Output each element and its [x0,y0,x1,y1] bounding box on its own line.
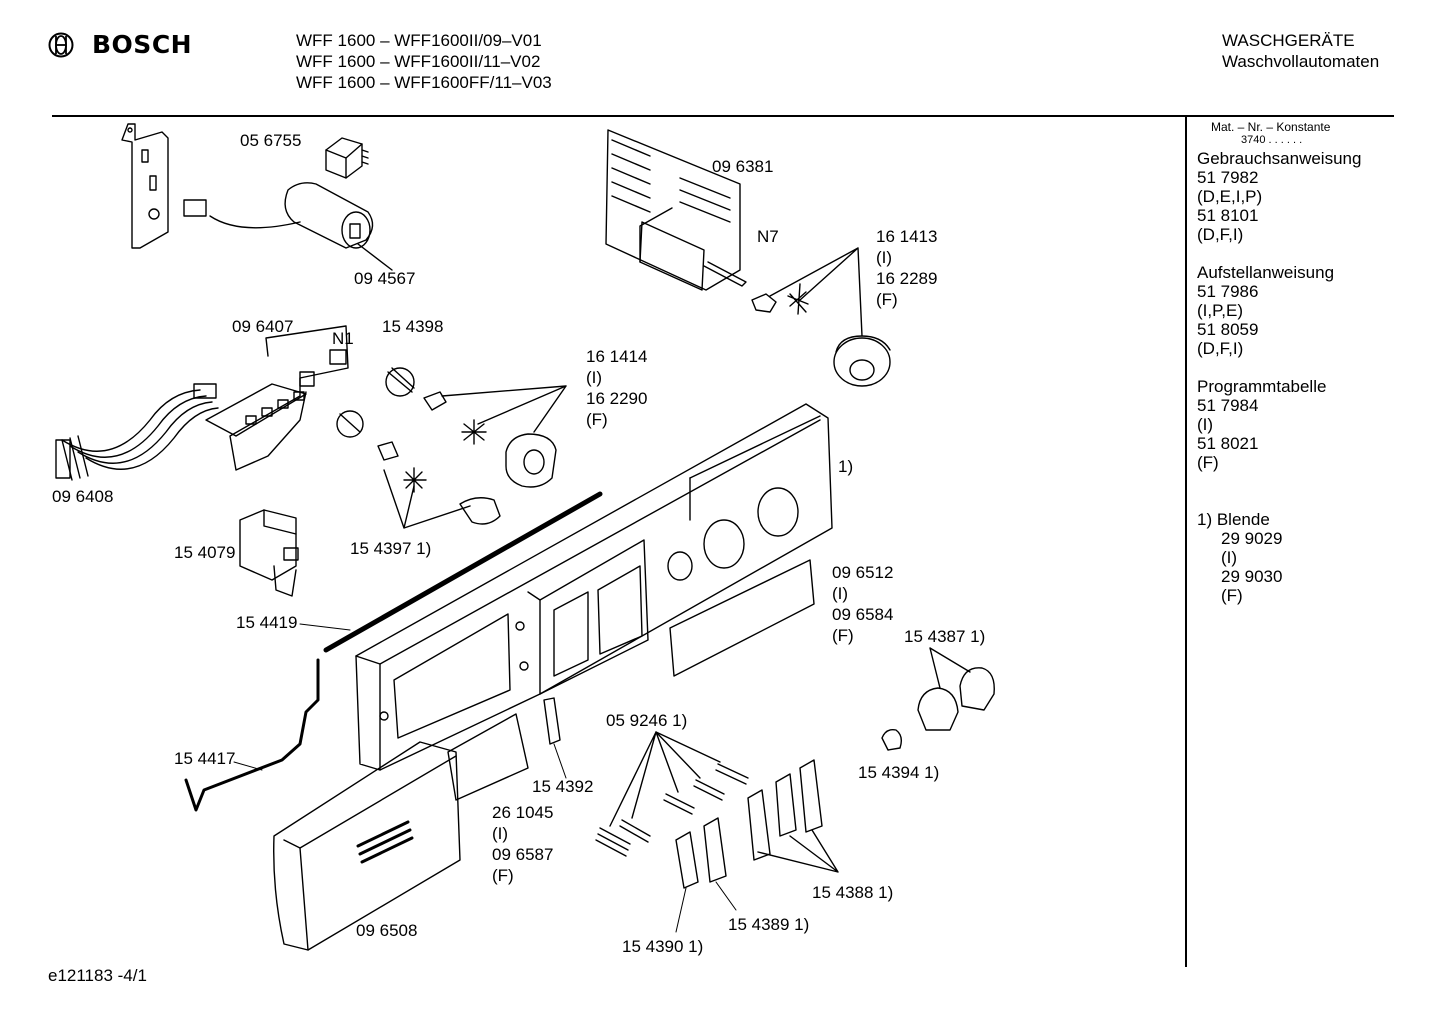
part-label: 09 6381 [712,157,774,176]
model-line: WFF 1600 – WFF1600II/11–V02 [296,52,541,71]
category-subtitle: Waschvollautomaten [1222,52,1380,71]
doc-section-title: Gebrauchsanweisung [1197,149,1362,168]
model-line: WFF 1600 – WFF1600FF/11–V03 [296,73,552,92]
part-label: 09 6508 [356,921,418,940]
part-label: (F) [492,866,514,885]
doc-line: (D,F,I) [1197,225,1244,244]
doc-line: 51 7982 [1197,168,1259,187]
selector-knob-left [336,367,567,529]
note-line: 29 9030 [1221,567,1283,586]
doc-line: 51 7984 [1197,396,1259,415]
circuit-board [55,325,349,481]
mounting-bracket [121,123,169,249]
part-label: 15 4398 [382,317,444,336]
part-label: 15 4387 1) [904,627,986,646]
category-block: WASCHGERÄTE Waschvollautomaten [1222,30,1379,72]
doc-section-installation: Aufstellanweisung 51 7986 (I,P,E) 51 805… [1197,263,1361,358]
drawer-front [273,713,529,951]
doc-line: 51 7986 [1197,282,1259,301]
selector-knob-right [751,247,891,387]
part-label: 09 6407 [232,317,294,336]
blende-note: 1) Blende 29 9029 (I) 29 9030 (F) [1197,510,1361,605]
exploded-view-drawing [55,123,995,951]
part-label: 1) [838,457,854,476]
part-label: 16 1414 [586,347,648,366]
part-label: (I) [832,584,849,603]
wire-part [184,658,320,812]
documentation-panel: Mat. – Nr. – Konstante 3740 . . . . . . … [1197,120,1361,605]
note-line: (F) [1221,586,1243,605]
part-label: (F) [876,290,898,309]
category-title: WASCHGERÄTE [1222,31,1355,50]
part-label: 09 6512 [832,563,894,582]
doc-line: 51 8059 [1197,320,1259,339]
inlay-label [669,559,815,677]
model-list: WFF 1600 – WFF1600II/09–V01 WFF 1600 – W… [296,30,552,93]
suppressor-part [325,137,369,179]
part-label: 16 2289 [876,269,938,288]
part-label: 09 6587 [492,845,554,864]
part-label: 15 4388 1) [812,883,894,902]
part-label: 09 6584 [832,605,894,624]
mat-nr-value: 3740 . . . . . . [1241,134,1303,146]
brand-block: BOSCH [48,30,192,59]
doc-section-title: Programmtabelle [1197,377,1327,396]
part-label: (F) [832,626,854,645]
bosch-logo-icon [48,32,74,57]
note-line: 29 9029 [1221,529,1283,548]
capacitor-part [183,182,393,271]
mat-nr-header: Mat. – Nr. – Konstante [1211,120,1331,134]
part-label: N7 [757,227,779,246]
part-label-group: 16 1413 (I) 16 2289 (F) [876,226,937,310]
doc-line: (I,P,E) [1197,301,1243,320]
part-label: 16 1413 [876,227,938,246]
part-label: 09 6408 [52,487,114,506]
part-label-group: 16 1414 (I) 16 2290 (F) [586,346,647,430]
doc-line: 51 8021 [1197,434,1259,453]
part-label: 15 4392 [532,777,594,796]
part-label-group: 09 6512 (I) 09 6584 (F) [832,562,893,646]
part-label: (F) [586,410,608,429]
part-label: 15 4397 1) [350,539,432,558]
seal-strip [323,491,603,653]
doc-line: 51 8101 [1197,206,1259,225]
part-label: (I) [586,368,603,387]
rocker-keys [675,759,839,933]
doc-section-usage: Gebrauchsanweisung 51 7982 (D,E,I,P) 51 … [1197,149,1361,244]
doc-line: (D,E,I,P) [1197,187,1263,206]
note-title: 1) Blende [1197,510,1270,529]
control-panel-frame [355,403,833,771]
part-label: 16 2290 [586,389,648,408]
switch-part [239,509,299,597]
doc-line: (D,F,I) [1197,339,1244,358]
doc-line: (F) [1197,453,1219,472]
part-label: 15 4389 1) [728,915,810,934]
part-label-group: 26 1045 (I) 09 6587 (F) [492,802,553,886]
part-label: 05 9246 1) [606,711,688,730]
light-guide [543,697,561,745]
part-label: 15 4394 1) [858,763,940,782]
part-label: (I) [492,824,509,843]
springs [595,731,749,857]
note-line: (I) [1221,548,1238,567]
doc-section-program-table: Programmtabelle 51 7984 (I) 51 8021 (F) [1197,377,1361,472]
side-divider [1185,117,1187,967]
electronic-module [605,129,747,291]
model-line: WFF 1600 – WFF1600II/09–V01 [296,31,542,50]
header-divider [52,115,1394,117]
doc-section-title: Aufstellanweisung [1197,263,1335,282]
part-label: 15 4417 [174,749,236,768]
part-label: 05 6755 [240,131,302,150]
part-label: 15 4419 [236,613,298,632]
brand-name: BOSCH [92,30,193,59]
part-label: 26 1045 [492,803,554,822]
doc-line: (I) [1197,415,1214,434]
part-label: 15 4390 1) [622,937,704,956]
knob-caps [881,647,995,751]
part-label: N1 [332,329,354,348]
drawing-id: e121183 -4/1 [48,966,147,985]
part-label: 09 4567 [354,269,416,288]
part-label: 15 4079 [174,543,236,562]
part-label: (I) [876,248,893,267]
